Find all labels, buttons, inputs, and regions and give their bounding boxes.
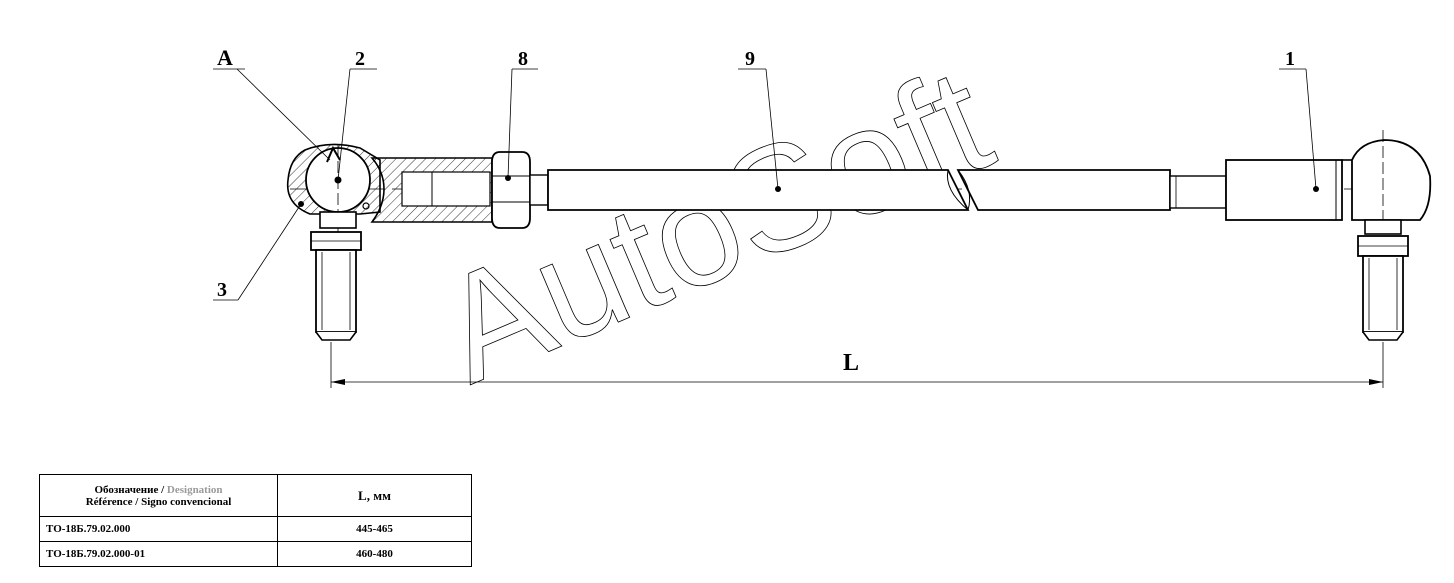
callout-a: A [217,45,233,70]
callout-3: 3 [217,279,227,301]
rod-thread-left [529,174,549,206]
callout-9: 9 [745,48,755,70]
dimension-l [330,342,1384,388]
table-row: ТО-18Б.79.02.000 445-465 [39,516,472,542]
designation-ru: Обозначение / [94,483,165,496]
table-header-row: Обозначение / Designation Référence / Si… [39,474,472,517]
spec-table: Обозначение / Designation Référence / Si… [39,474,472,567]
callout-1: 1 [1285,48,1295,70]
designation-en: Designation [166,483,223,496]
right-tip-housing [1225,130,1432,341]
table-row: ТО-18Б.79.02.000-01 460-480 [39,541,472,567]
dimension-label: L [843,350,859,376]
length-cell: 460-480 [277,541,472,567]
designation-cell: ТО-18Б.79.02.000 [39,516,278,542]
left-tip-housing [370,157,493,223]
reference-label: Référence / Signo convencional [85,495,232,508]
callout-8: 8 [518,48,528,70]
designation-header: Обозначение / Designation Référence / Si… [39,474,278,517]
length-cell: 445-465 [277,516,472,542]
left-ball-joint [286,143,381,341]
length-header: L, мм [277,474,472,517]
rod [547,169,1227,211]
lock-nut [491,151,531,229]
callout-2: 2 [355,48,365,70]
callout-dots [505,175,1319,192]
designation-cell: ТО-18Б.79.02.000-01 [39,541,278,567]
callout-leaders [213,68,1317,301]
